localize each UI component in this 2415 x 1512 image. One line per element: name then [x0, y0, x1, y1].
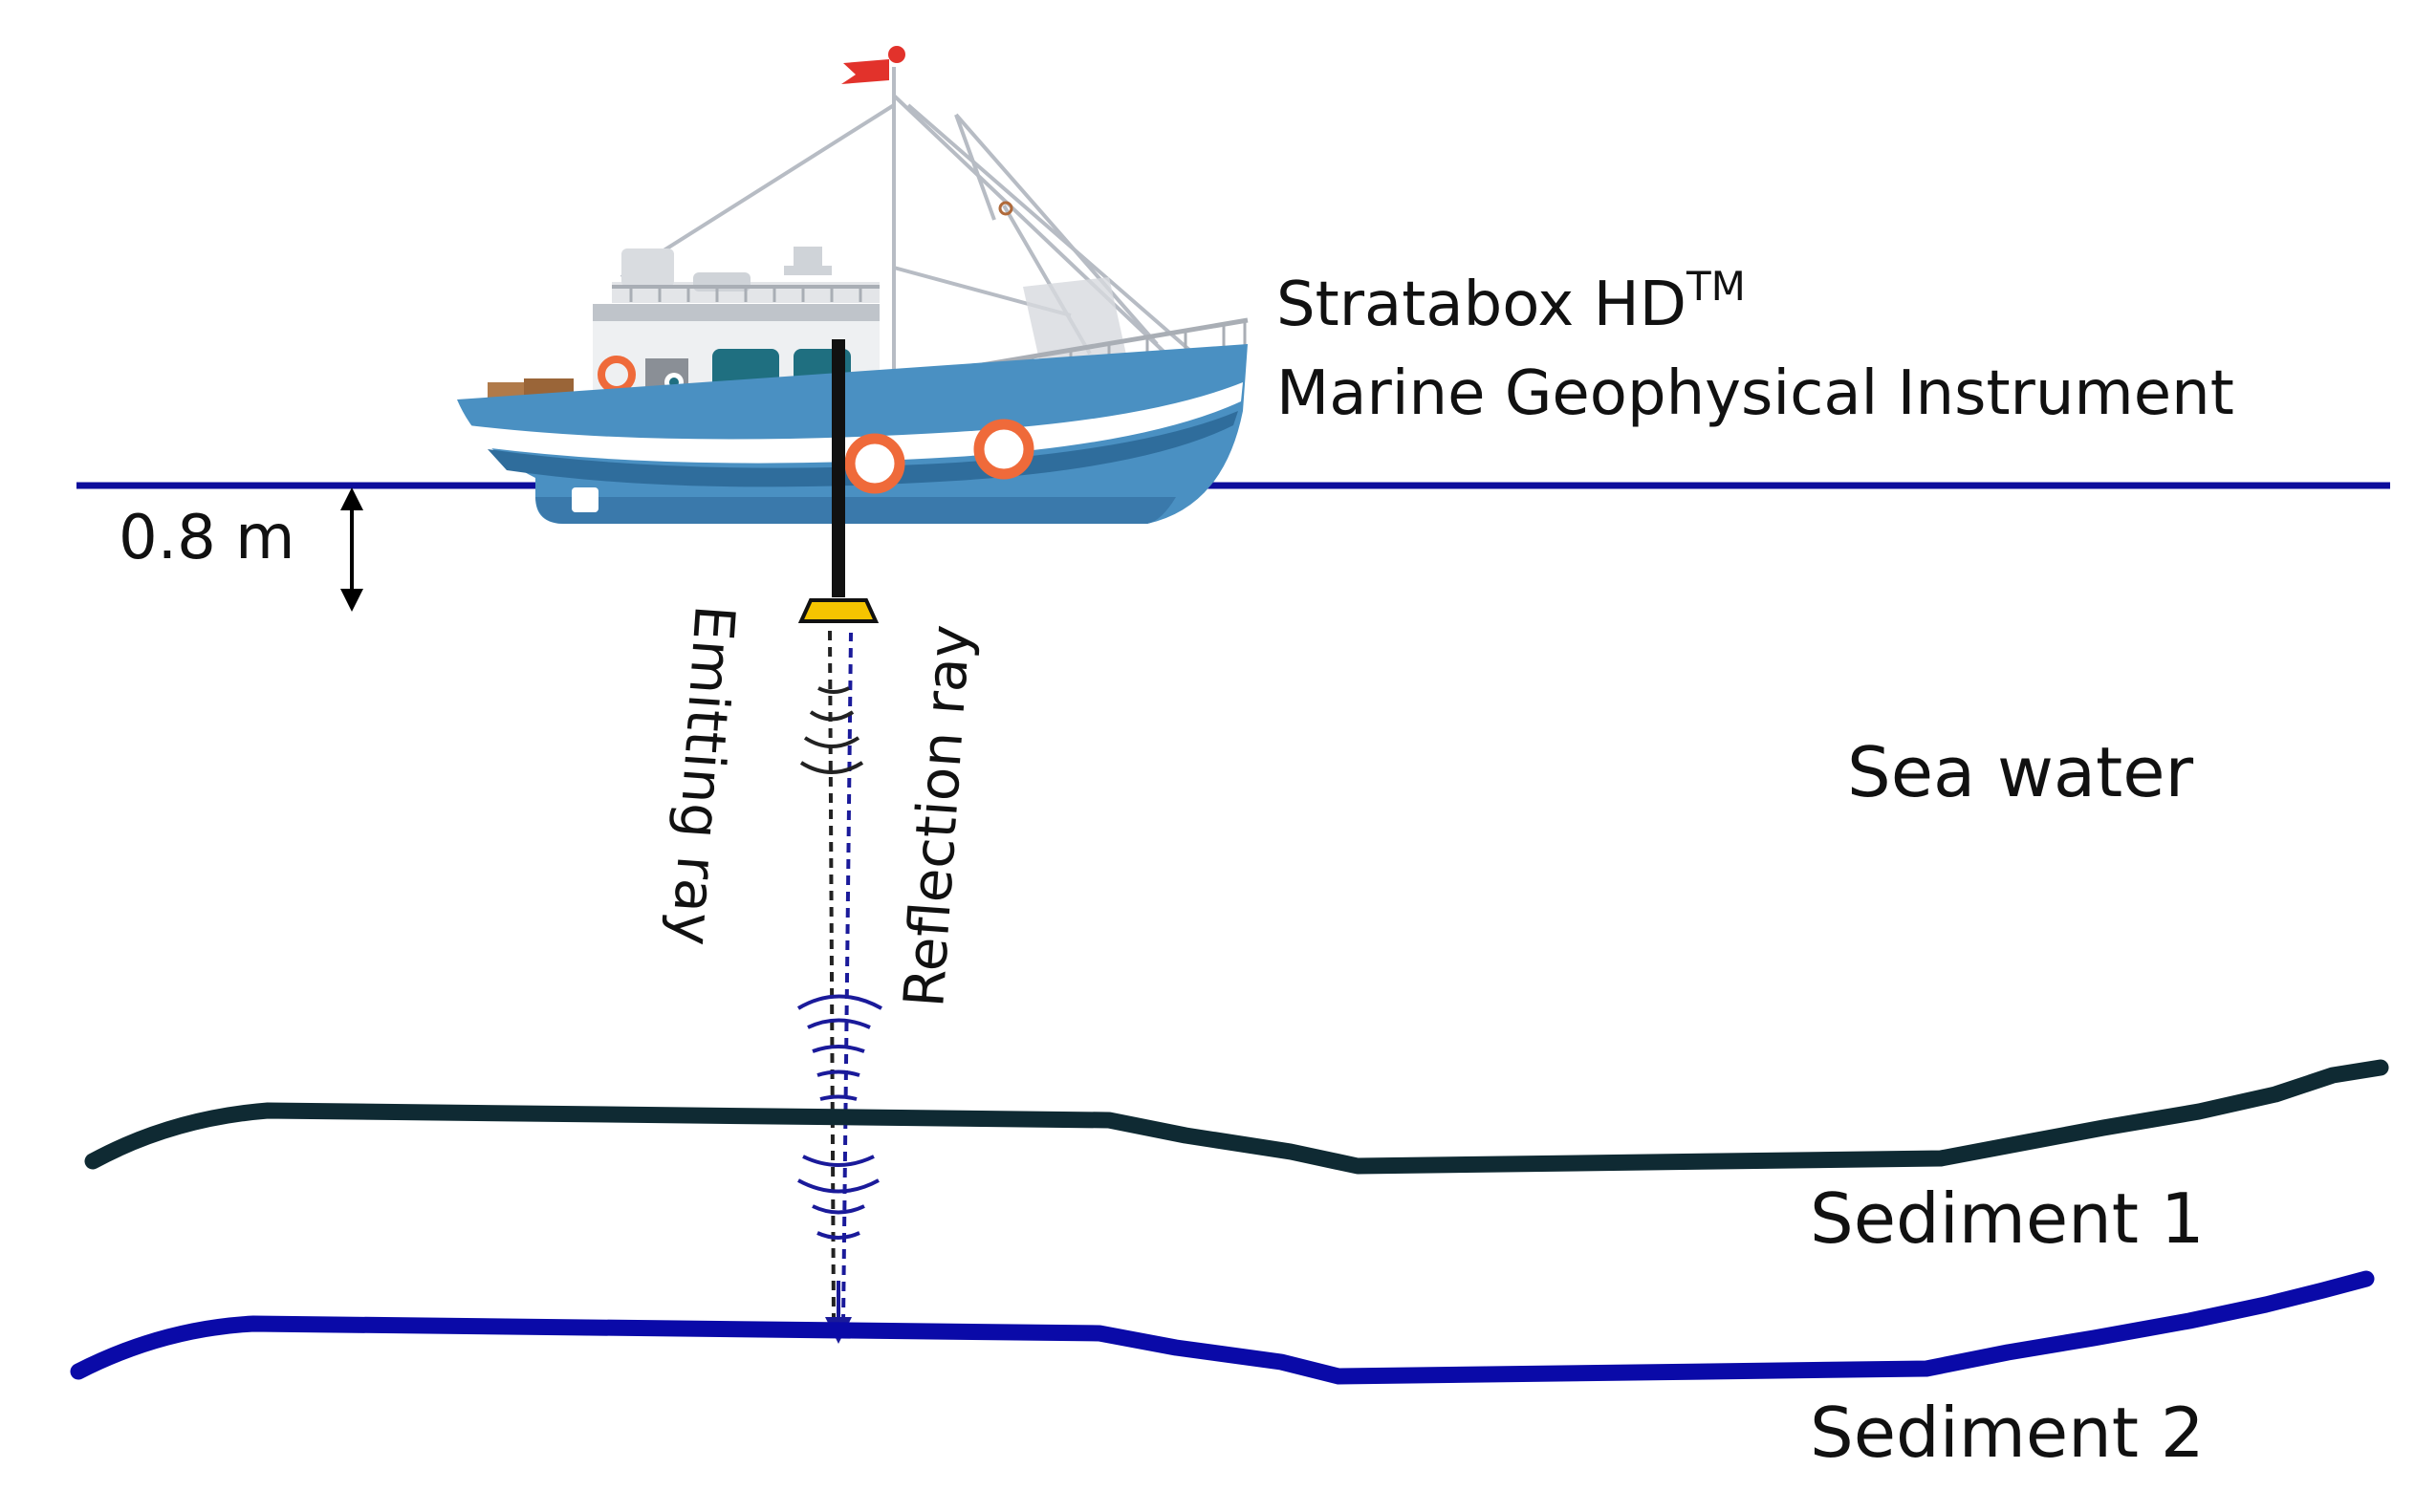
survey-boat: [457, 46, 1249, 524]
emitted-wavefronts: [799, 686, 864, 774]
sediment-2-boundary: [70, 1270, 2375, 1385]
sediment-1-boundary: [84, 1059, 2389, 1175]
lifebuoy-icon: [973, 419, 1034, 480]
flag-icon: [841, 59, 889, 84]
transducer-icon: [797, 598, 880, 623]
lifebuoy-icon: [844, 433, 905, 494]
emitting-ray-line: [828, 630, 836, 1325]
instrument-pole: [832, 339, 845, 597]
instrument-name-text: Stratabox HD: [1276, 270, 1686, 340]
sea-water-label: Sea water: [1847, 732, 2194, 812]
reflection-ray-line: [841, 632, 853, 1325]
sediment-2-label: Sediment 2: [1810, 1393, 2205, 1473]
instrument-description: Marine Geophysical Instrument: [1276, 358, 2234, 429]
reflection-ray-label: Reflection ray: [891, 622, 983, 1009]
trademark-superscript: TM: [1686, 263, 1746, 310]
depth-label: 0.8 m: [119, 503, 294, 573]
fishing-net: [1023, 277, 1128, 373]
reflected-wavefronts-lower: [797, 1155, 880, 1240]
rig-pulley: [998, 201, 1013, 216]
emitting-ray-label: Emitting ray: [659, 603, 748, 947]
reflected-wavefronts-upper: [796, 994, 882, 1101]
instrument-name: Stratabox HDTM: [1276, 263, 1746, 340]
boat-rigging: [620, 67, 1207, 449]
sediment-1-label: Sediment 1: [1810, 1178, 2205, 1259]
mast-top-light: [888, 46, 905, 63]
